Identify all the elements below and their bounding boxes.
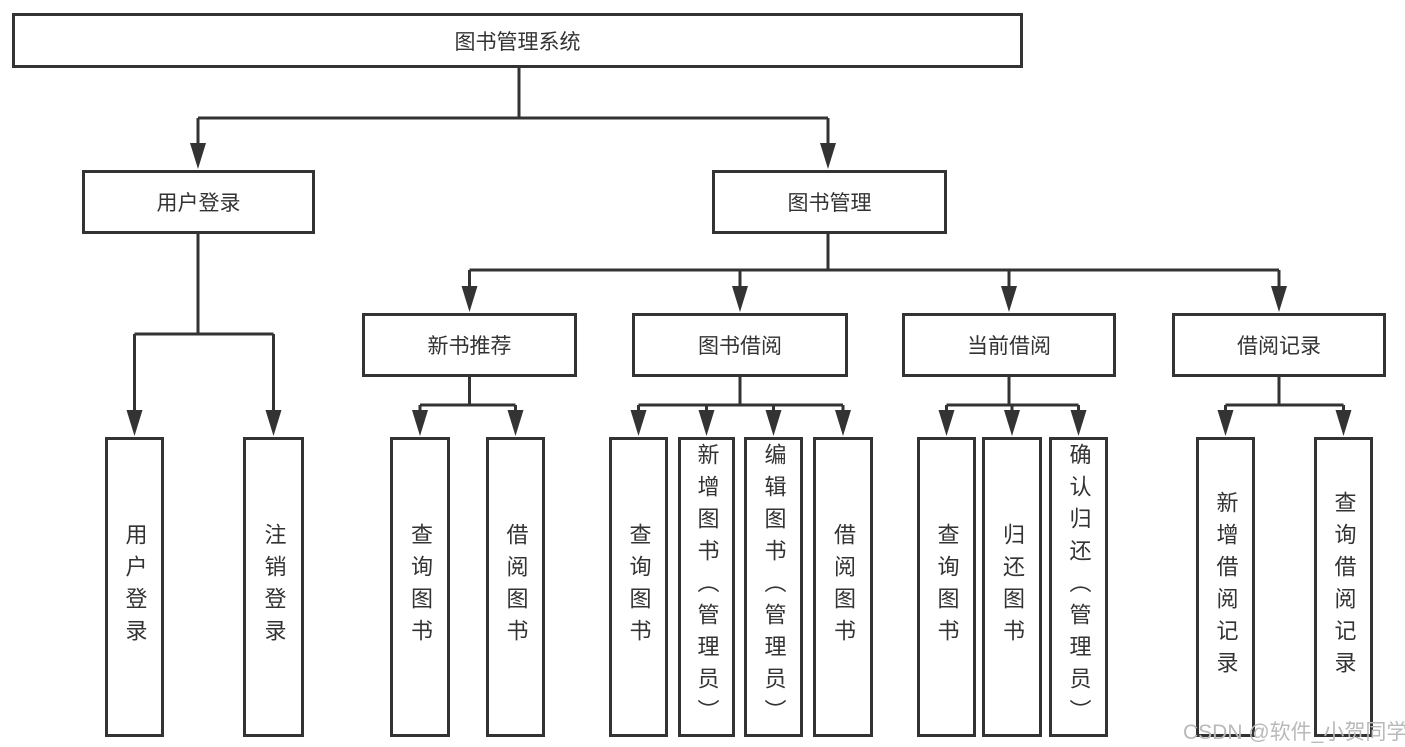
arrow-down-icon (265, 410, 282, 436)
leaf-confirm-return-admin: 确认归还（管理员） (1049, 437, 1108, 737)
arrow-down-icon (820, 143, 836, 169)
arrow-down-icon (835, 410, 851, 436)
node-module-new-books: 新书推荐 (362, 313, 577, 377)
leaf-edit-books-admin: 编辑图书（管理员） (744, 437, 803, 737)
module-label: 新书推荐 (427, 335, 512, 358)
leaf-add-books-admin: 新增图书（管理员） (678, 437, 735, 737)
leaf-label: 注销登录 (261, 523, 287, 651)
arrow-down-icon (190, 143, 206, 169)
arrow-down-icon (126, 410, 143, 436)
arrow-down-icon (698, 410, 715, 436)
leaf-label: 借阅图书 (503, 523, 529, 651)
node-user-login: 用户登录 (82, 170, 315, 234)
branch-book-mgmt (468, 234, 1281, 296)
leaf-label: 查询图书 (934, 523, 960, 651)
leaf-label: 新增图书（管理员） (694, 443, 720, 731)
arrow-down-icon (1004, 410, 1020, 436)
leaf-query-books: 查询图书 (390, 437, 450, 737)
node-root-label: 图书管理系统 (454, 30, 581, 54)
arrow-down-icon (1217, 410, 1234, 436)
arrow-down-icon (507, 410, 524, 436)
leaf-label: 借阅图书 (831, 523, 856, 651)
csdn-watermark: CSDN @软件_小贺同学 (1183, 721, 1405, 744)
arrow-down-icon (765, 410, 782, 436)
leaf-borrow-books: 借阅图书 (486, 437, 545, 737)
arrow-down-icon (1271, 286, 1287, 312)
leaf-query-borrow-record: 查询借阅记录 (1314, 437, 1373, 737)
leaf-label: 查询借阅记录 (1331, 491, 1357, 683)
leaf-label: 用户登录 (122, 523, 148, 651)
arrow-down-icon (732, 286, 748, 312)
arrow-down-icon (630, 410, 647, 436)
node-book-mgmt: 图书管理 (712, 170, 947, 234)
leaf-query-books: 查询图书 (609, 437, 668, 737)
module-label: 图书借阅 (698, 335, 782, 358)
node-module-borrow-records: 借阅记录 (1172, 313, 1386, 377)
arrow-down-icon (1001, 286, 1017, 312)
arrow-down-icon (412, 410, 428, 436)
leaf-label: 新增借阅记录 (1213, 491, 1239, 683)
node-module-current-borrow: 当前借阅 (902, 313, 1116, 377)
leaf-label: 查询图书 (626, 523, 652, 651)
arrowheads (126, 143, 1352, 436)
module-label: 借阅记录 (1237, 335, 1321, 358)
module-label: 当前借阅 (967, 335, 1051, 358)
arrow-down-icon (938, 410, 955, 436)
leaf-label: 查询图书 (408, 523, 433, 651)
leaf-query-books: 查询图书 (917, 437, 976, 737)
leaf-add-borrow-record: 新增借阅记录 (1196, 437, 1255, 737)
leaf-logout: 注销登录 (243, 437, 304, 737)
arrow-down-icon (1070, 410, 1087, 436)
branch-module-leaves (418, 377, 1345, 420)
node-book-mgmt-label: 图书管理 (787, 192, 872, 215)
node-user-login-label: 用户登录 (156, 192, 241, 215)
leaf-user-login: 用户登录 (105, 437, 164, 737)
leaf-label: 归还图书 (1000, 523, 1025, 651)
leaf-label: 确认归还（管理员） (1066, 443, 1092, 731)
arrow-down-icon (461, 286, 478, 312)
branch-root (196, 68, 830, 150)
arrow-down-icon (1335, 410, 1352, 436)
node-root: 图书管理系统 (12, 13, 1023, 68)
leaf-label: 编辑图书（管理员） (761, 443, 787, 731)
branch-user-login (133, 234, 275, 420)
node-module-book-borrow: 图书借阅 (632, 313, 848, 377)
leaf-borrow-books: 借阅图书 (813, 437, 873, 737)
leaf-return-books: 归还图书 (982, 437, 1042, 737)
